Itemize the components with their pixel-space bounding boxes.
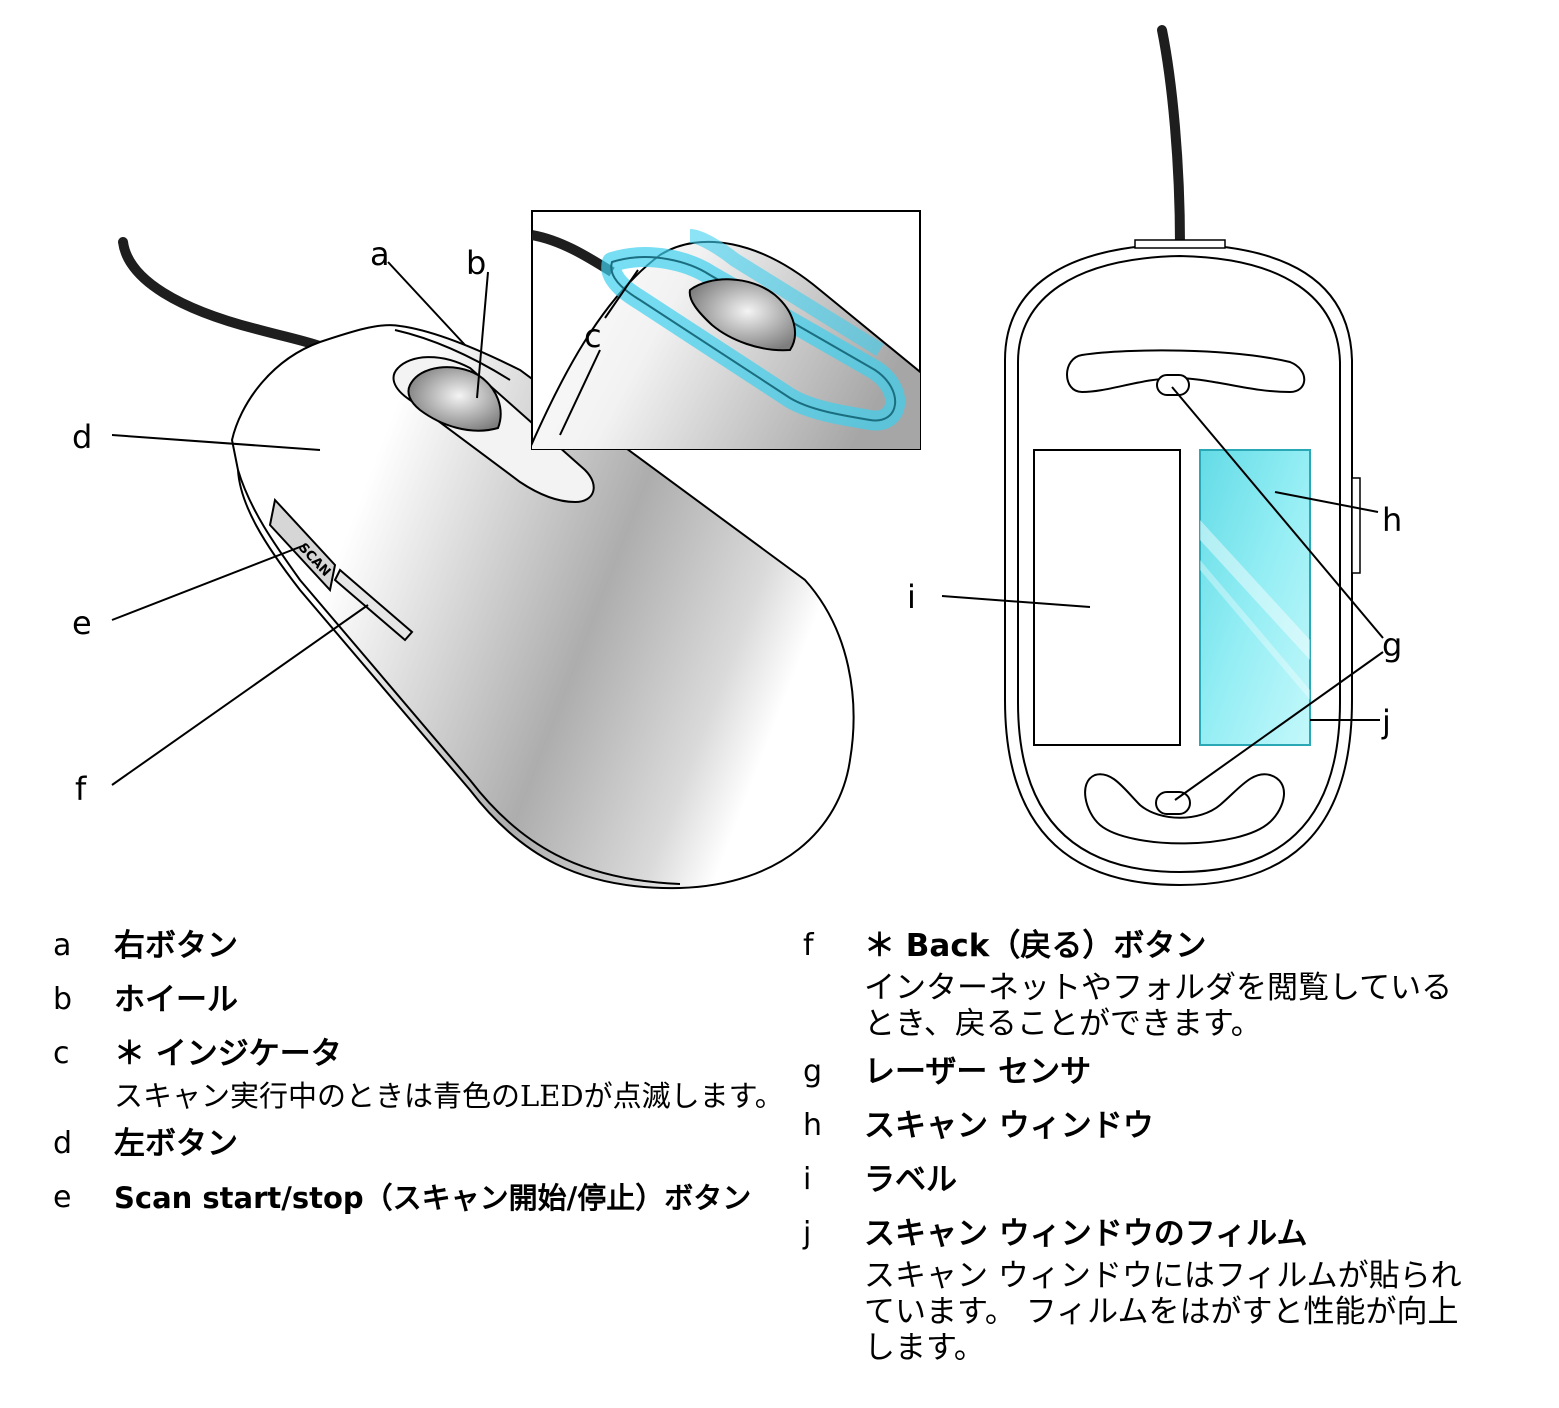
- button-split-line: [394, 329, 511, 381]
- legend-letter: a: [53, 928, 72, 963]
- legend-entry-d: d 左ボタン: [50, 1120, 795, 1174]
- callout-g: g: [1382, 626, 1402, 664]
- legend-title: スキャン ウィンドウのフィルム: [864, 1216, 1308, 1252]
- callout-j: j: [1381, 703, 1391, 741]
- indicator-inset: [531, 210, 921, 450]
- mouse-diagram: SCAN: [72, 25, 1402, 890]
- label-area: [1033, 449, 1181, 746]
- glide-pad-top: [1066, 349, 1306, 394]
- callout-d: d: [72, 418, 92, 456]
- legend-description: スキャン実行中のときは青色のLEDが点滅します。: [114, 1079, 784, 1113]
- back-button: [333, 568, 414, 642]
- legend-right: f ＊ Back（戻る）ボタン インターネットやフォルダを閲覧している とき、戻…: [800, 922, 1540, 1370]
- legend-entry-h: h スキャン ウィンドウ: [800, 1102, 1540, 1156]
- legend-entry-a: a 右ボタン: [50, 922, 795, 976]
- legend-title: ホイール: [114, 982, 238, 1018]
- legend-entry-i: i ラベル: [800, 1156, 1540, 1210]
- legend-letter: e: [53, 1180, 72, 1215]
- legend-title: スキャン ウィンドウ: [864, 1108, 1154, 1144]
- callout-f: f: [75, 770, 87, 808]
- mouse-cable-right: [1157, 25, 1185, 250]
- legend-letter: f: [803, 928, 814, 963]
- legend-title: 左ボタン: [114, 1126, 238, 1162]
- legend-title: ＊ インジケータ: [114, 1036, 342, 1072]
- mouse-side-rim: [237, 469, 681, 885]
- legend-entry-j: j スキャン ウィンドウのフィルム スキャン ウィンドウにはフィルムが貼られ て…: [800, 1210, 1540, 1370]
- scan-window: [1199, 449, 1311, 746]
- legend-entry-c: c ＊ インジケータ スキャン実行中のときは青色のLEDが点滅します。: [50, 1030, 795, 1120]
- legend-title: 右ボタン: [114, 928, 238, 964]
- callout-e: e: [72, 604, 92, 642]
- legend-entry-f: f ＊ Back（戻る）ボタン インターネットやフォルダを閲覧している とき、戻…: [800, 922, 1540, 1048]
- mouse-body: [230, 324, 855, 890]
- legend-letter: h: [803, 1108, 823, 1143]
- legend-description: インターネットやフォルダを閲覧している とき、戻ることができます。: [864, 970, 1453, 1042]
- legend-entry-b: b ホイール: [50, 976, 795, 1030]
- mouse-cable-left: [118, 237, 330, 353]
- legend-entry-g: g レーザー センサ: [800, 1048, 1540, 1102]
- callout-a: a: [370, 235, 390, 273]
- glide-pad-bottom: [1084, 773, 1285, 845]
- legend-letter: b: [53, 982, 73, 1017]
- mouse-bottom-view: [1004, 25, 1361, 887]
- legend-letter: c: [53, 1036, 70, 1071]
- legend-left: a 右ボタン b ホイール c ＊ インジケータ スキャン実行中のときは青色のL…: [50, 922, 795, 1228]
- legend-entry-e: e Scan start/stop（スキャン開始/停止）ボタン: [50, 1174, 795, 1228]
- legend-description: スキャン ウィンドウにはフィルムが貼られ ています。 フィルムをはがすと性能が向…: [864, 1258, 1462, 1366]
- laser-sensor-top: [1156, 374, 1190, 396]
- legend-title: レーザー センサ: [864, 1054, 1092, 1090]
- callout-c: c: [584, 317, 602, 355]
- legend-letter: d: [53, 1126, 73, 1161]
- callout-h: h: [1382, 501, 1402, 539]
- callout-i: i: [907, 578, 916, 616]
- legend-letter: j: [803, 1216, 812, 1251]
- callout-letters: a b c d e f g h i j: [72, 235, 1402, 808]
- callout-b: b: [466, 244, 486, 282]
- laser-sensor-bottom: [1155, 791, 1191, 815]
- leader-lines: [111, 261, 1384, 801]
- legend-title: ラベル: [864, 1162, 957, 1198]
- legend-letter: i: [803, 1162, 812, 1197]
- legend-title: Scan start/stop（スキャン開始/停止）ボタン: [114, 1181, 752, 1215]
- legend-title: ＊ Back（戻る）ボタン: [864, 928, 1207, 964]
- legend-letter: g: [803, 1054, 823, 1089]
